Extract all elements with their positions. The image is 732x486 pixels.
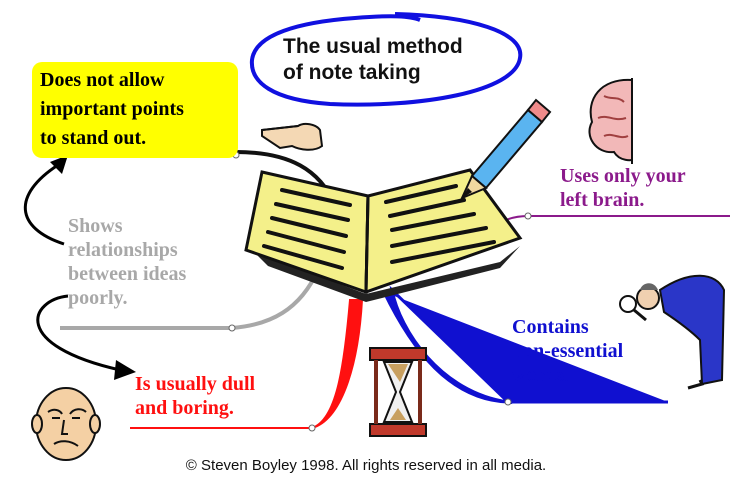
branch-to-purple (484, 215, 730, 233)
note-purple: Uses only your left brain. (560, 164, 686, 212)
book-icon (244, 168, 523, 302)
branch-node (504, 398, 512, 406)
branch-to-red (130, 299, 364, 429)
note-top-left: Does not allow important points to stand… (40, 66, 184, 153)
title-line-2: of note taking (283, 61, 421, 84)
branch-node (308, 424, 316, 432)
title-oval (249, 12, 523, 107)
hourglass-icon (369, 347, 427, 437)
note-blue: Contains non-essential words. (512, 315, 623, 387)
magnifier-man-icon (619, 274, 726, 390)
diagram-title: The usual method of note taking (283, 34, 463, 86)
arrow-down-head (114, 360, 136, 380)
note-red: Is usually dull and boring. (135, 372, 255, 420)
note-line: Contains (512, 316, 589, 338)
note-line: Shows (68, 215, 123, 237)
note-line: non-essential (512, 340, 624, 362)
note-line: Does not allow (40, 69, 165, 91)
note-line: left brain. (560, 189, 645, 211)
pointing-hand-icon (261, 122, 324, 151)
branch-node (524, 212, 532, 220)
note-line: between ideas (68, 263, 187, 285)
brain-icon (588, 78, 633, 164)
arrow-up-head (50, 155, 68, 174)
note-line: Uses only your (560, 165, 686, 187)
title-line-1: The usual method (283, 35, 463, 58)
branch-node (228, 324, 236, 332)
note-line: to stand out. (40, 127, 147, 149)
bored-face-icon (31, 387, 101, 461)
arrow-up (23, 163, 65, 246)
arrow-down (36, 294, 121, 372)
note-highlight (32, 62, 238, 158)
note-line: Is usually dull (135, 373, 256, 395)
note-line: and boring. (135, 397, 234, 419)
pencil-icon (460, 98, 552, 200)
note-line: relationships (68, 239, 178, 261)
note-line: poorly. (68, 287, 128, 309)
note-grey: Shows relationships between ideas poorly… (68, 214, 186, 310)
copyright-notice: © Steven Boyley 1998. All rights reserve… (185, 457, 547, 474)
note-line: important points (40, 98, 184, 120)
note-line: words. (512, 364, 570, 386)
